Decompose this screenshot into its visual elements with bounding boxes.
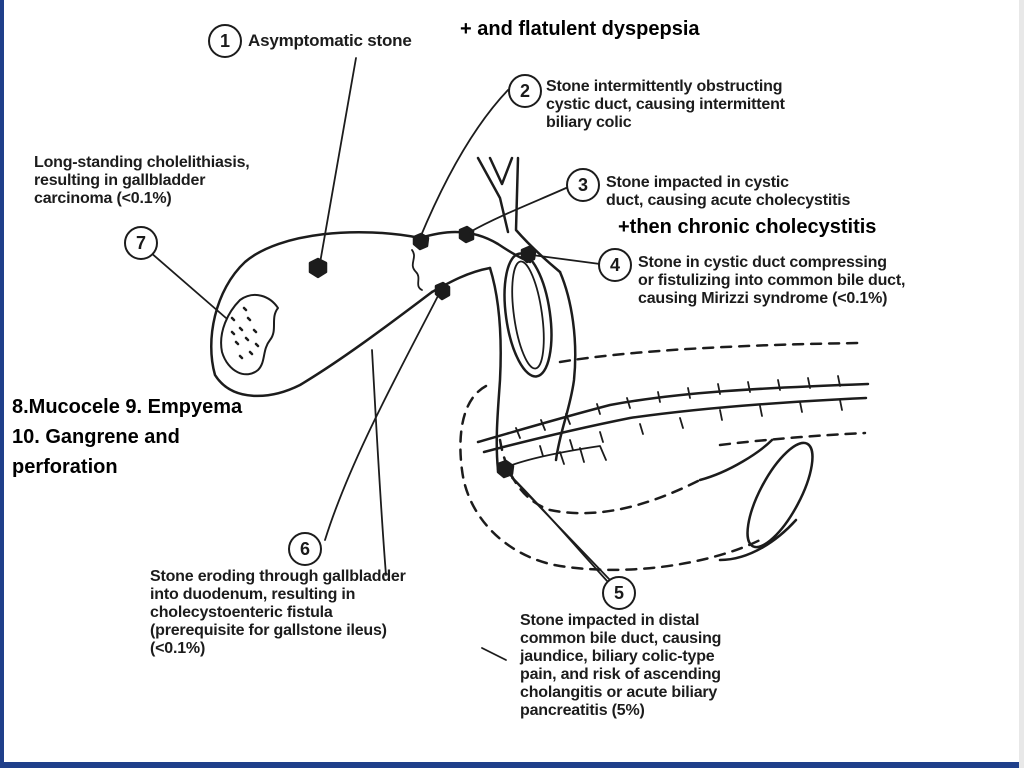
callout-4-text: Stone in cystic duct compressing or fist… — [638, 254, 906, 307]
addition-dyspepsia: + and flatulent dyspepsia — [460, 16, 700, 42]
carcinoma-stipple — [230, 306, 260, 360]
callout-3-text: Stone impacted in cystic duct, causing a… — [606, 174, 851, 209]
callout-2-number: 2 — [508, 74, 542, 108]
stone-4 — [520, 245, 537, 264]
cystic-duct-wavy — [411, 249, 423, 291]
right-hepatic-duct — [488, 156, 514, 186]
callout-4-number: 4 — [598, 248, 632, 282]
slide-frame-bottom — [0, 762, 1024, 768]
leader-3 — [469, 183, 576, 233]
common-bile-duct-left — [488, 266, 502, 472]
callout-6-text: Stone eroding through gallbladder into d… — [150, 568, 406, 657]
leader-1 — [319, 57, 357, 264]
callout-2-text: Stone intermittently obstructing cystic … — [546, 78, 785, 131]
slide-frame-left — [0, 0, 4, 768]
portal-vessel-loop — [503, 252, 553, 378]
stone-3 — [458, 225, 475, 244]
callout-1-text: Asymptomatic stone — [248, 31, 412, 50]
callout-5-number: 5 — [602, 576, 636, 610]
duodenum-outline — [558, 341, 862, 364]
callout-7-number: 7 — [124, 226, 158, 260]
callout-6-number: 6 — [288, 532, 322, 566]
common-hepatic-duct — [514, 156, 562, 274]
cystic-duct-upper — [418, 230, 532, 264]
callout-7-text: Long-standing cholelithiasis, resulting … — [34, 154, 250, 207]
left-hepatic-duct — [476, 156, 510, 234]
carcinoma-mass — [220, 293, 279, 376]
callout-5-text: Stone impacted in distal common bile duc… — [520, 612, 722, 719]
stone-5 — [496, 459, 515, 479]
duodenum-tail — [746, 441, 814, 549]
leader-6 — [324, 291, 441, 541]
leader-6-to-text — [481, 647, 507, 661]
callout-3-number: 3 — [566, 168, 600, 202]
leader-2 — [419, 89, 509, 239]
callout-1-number: 1 — [208, 24, 242, 58]
leader-7 — [149, 251, 227, 319]
addition-chronic-cholecystitis: +then chronic cholecystitis — [618, 214, 877, 240]
addition-complications: 8.Mucocele 9. Empyema 10. Gangrene and p… — [12, 396, 243, 478]
leader-4 — [531, 254, 601, 265]
stone-1 — [308, 257, 328, 279]
slide-frame-right — [1019, 0, 1024, 768]
pancreatic-duct-branches — [515, 375, 843, 457]
gallbladder-outline — [210, 231, 434, 398]
